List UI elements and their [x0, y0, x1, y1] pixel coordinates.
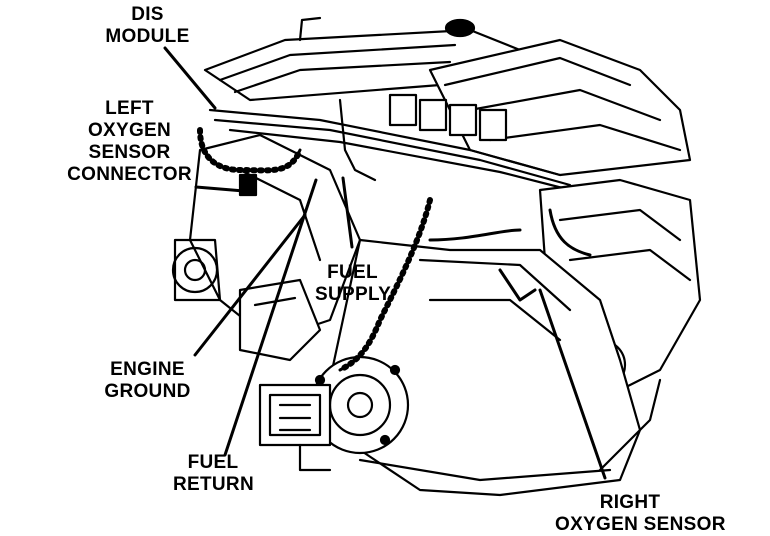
right-o2-sensor [498, 268, 537, 302]
leader-fuel-return [223, 178, 318, 457]
dis-module-block [258, 383, 332, 472]
engine-block [328, 238, 662, 497]
label-right-oxygen-sensor: RIGHT OXYGEN SENSOR [555, 492, 726, 535]
left-bank [171, 133, 362, 342]
leader-dis-module [163, 46, 217, 110]
label-left-oxygen-sensor-connector: LEFT OXYGEN SENSOR CONNECTOR [67, 98, 192, 185]
accessory-left [238, 278, 322, 362]
label-dis-module: DIS MODULE [105, 4, 190, 47]
label-engine-ground: ENGINE GROUND [104, 359, 191, 402]
leader-left-o2 [194, 185, 246, 193]
coil-packs [388, 93, 508, 142]
right-valve-cover [428, 18, 692, 177]
label-fuel-return: FUEL RETURN [173, 452, 254, 495]
harness-dashes [197, 127, 433, 373]
leader-right-o2 [538, 288, 607, 480]
fuel-rails [208, 98, 592, 197]
label-fuel-supply: FUEL SUPPLY [315, 262, 392, 305]
leader-engine-ground [193, 213, 307, 357]
leader-fuel-supply [341, 176, 354, 249]
